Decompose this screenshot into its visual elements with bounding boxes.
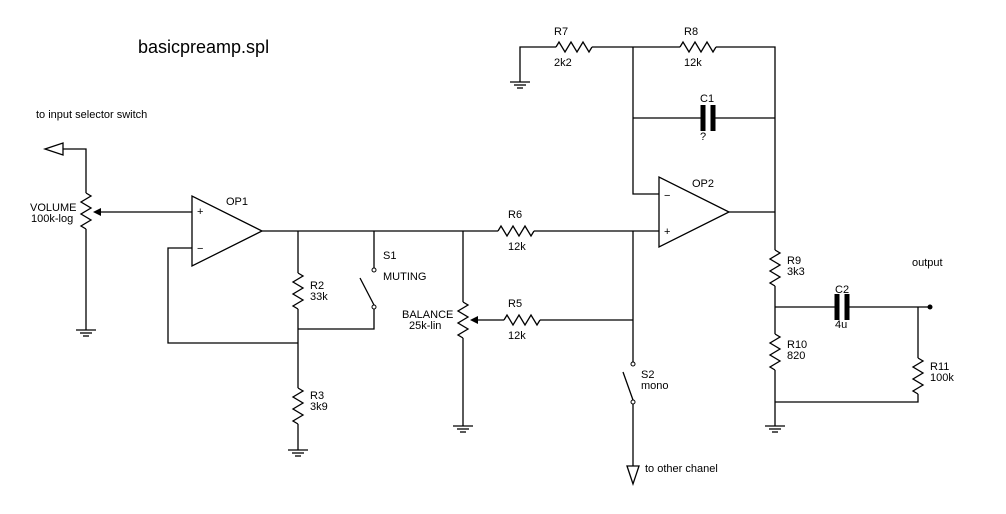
op1-minus: − [197, 243, 203, 255]
volume-wiper-arrow [93, 208, 101, 216]
op2-triangle [658, 175, 731, 249]
s1-lever [359, 277, 375, 306]
input-section: to input selector switch VOLUME 100k-log [30, 109, 192, 337]
r9-resistor [768, 249, 782, 287]
op2-ref: OP2 [692, 178, 714, 190]
output-terminal [927, 304, 933, 310]
ground-symbol [765, 425, 785, 433]
r2-resistor [291, 272, 305, 310]
op2-plus: + [664, 226, 670, 238]
c1-capacitor: C1 ? [633, 93, 775, 143]
op1-ref: OP1 [226, 196, 248, 208]
c2-ref: C2 [835, 284, 849, 296]
r8-value: 12k [684, 57, 702, 69]
s1-ref: S1 [383, 250, 396, 262]
input-label: to input selector switch [36, 109, 147, 121]
c2-capacitor: C2 4u [775, 284, 930, 331]
c1-ref: C1 [700, 93, 714, 105]
s2-switch: S2 mono to other chanel [622, 361, 718, 487]
volume-value: 100k-log [31, 213, 73, 225]
s2-lever [622, 371, 634, 401]
other-channel-label: to other chanel [645, 463, 718, 475]
wire-input [63, 148, 87, 193]
input-connector-arrow [42, 142, 64, 156]
balance-value: 25k-lin [409, 320, 441, 332]
output-divider: R9 3k3 R10 820 [765, 212, 807, 433]
s2-ref: S2 [641, 369, 654, 381]
r11-ref: R11 [930, 361, 949, 373]
s2-value: mono [641, 380, 669, 392]
balance-ref: BALANCE [402, 309, 453, 321]
r6-resistor: R6 12k [497, 209, 659, 253]
schematic-title: basicpreamp.spl [138, 37, 269, 57]
r9-value: 3k3 [787, 266, 805, 278]
op2-minus: − [664, 190, 670, 202]
r7-value: 2k2 [554, 57, 572, 69]
other-channel-arrow [626, 465, 640, 487]
r2-r3-divider: R2 33k R3 3k9 [288, 231, 328, 457]
output-label: output [912, 257, 943, 269]
ground-symbol [288, 449, 308, 457]
r11-resistor: R11 100k [775, 307, 954, 403]
wire-op1-feedback [167, 247, 298, 344]
c1-value: ? [700, 131, 706, 143]
r7-resistor: R7 2k2 [510, 26, 633, 89]
r9-ref: R9 [787, 255, 801, 267]
volume-ref: VOLUME [30, 202, 76, 214]
r2-value: 33k [310, 291, 328, 303]
ground-symbol [510, 81, 530, 89]
s1-switch: S1 MUTING [298, 231, 426, 330]
r5-value: 12k [508, 330, 526, 342]
op1-plus: + [197, 206, 203, 218]
r3-ref: R3 [310, 390, 324, 402]
r8-ref: R8 [684, 26, 698, 38]
r6-value: 12k [508, 241, 526, 253]
op1-triangle [191, 194, 264, 268]
r2-ref: R2 [310, 280, 324, 292]
r8-resistor: R8 12k [633, 26, 776, 212]
op2: − + OP2 [658, 175, 731, 249]
c2-value: 4u [835, 319, 847, 331]
op1: + − OP1 [191, 194, 264, 268]
r3-value: 3k9 [310, 401, 328, 413]
balance-wiper-arrow [470, 316, 478, 324]
ground-symbol [453, 425, 473, 433]
r11-value: 100k [930, 372, 954, 384]
ground-symbol [76, 329, 96, 337]
r10-resistor [768, 333, 782, 371]
balance-pot: BALANCE 25k-lin [402, 231, 504, 433]
wire-op2-minus [632, 47, 659, 195]
r5-ref: R5 [508, 298, 522, 310]
r5-resistor: R5 12k [503, 298, 633, 342]
r10-ref: R10 [787, 339, 807, 351]
s1-value: MUTING [383, 271, 426, 283]
r3-resistor [291, 387, 305, 425]
r7-ref: R7 [554, 26, 568, 38]
volume-pot [79, 192, 93, 230]
r10-value: 820 [787, 350, 805, 362]
r6-ref: R6 [508, 209, 522, 221]
